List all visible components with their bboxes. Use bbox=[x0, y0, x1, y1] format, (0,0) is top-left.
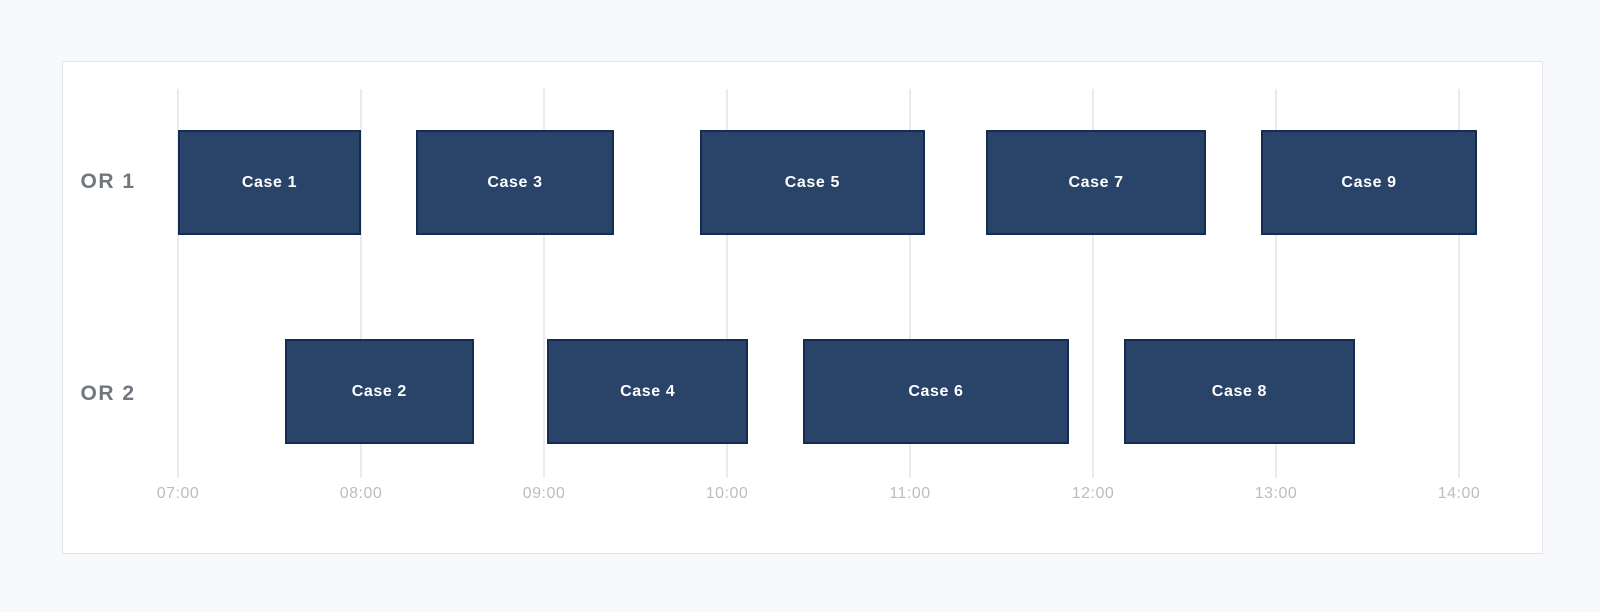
gantt-gridline bbox=[1092, 89, 1094, 478]
case-bar[interactable]: Case 4 bbox=[547, 339, 749, 444]
time-axis-layer: 07:00 08:00 09:00 10:00 11:00 12:00 13:00 14:00 bbox=[63, 62, 1542, 553]
case-bar[interactable]: Case 8 bbox=[1123, 339, 1356, 444]
or-row-label: OR 2 bbox=[80, 382, 136, 405]
case-bar-label: Case 6 bbox=[908, 382, 964, 400]
case-bar-label: Case 7 bbox=[1068, 173, 1124, 191]
case-bar-label: Case 4 bbox=[620, 382, 676, 400]
case-bar[interactable]: Case 9 bbox=[1260, 130, 1478, 235]
gantt-gridline bbox=[909, 89, 911, 478]
row-labels-layer: OR 1 OR 2 bbox=[63, 62, 1542, 553]
case-bar-label: Case 2 bbox=[351, 382, 407, 400]
case-bar[interactable]: Case 6 bbox=[803, 339, 1069, 444]
gantt-gridline bbox=[543, 89, 545, 478]
gantt-gridline bbox=[1275, 89, 1277, 478]
case-bar[interactable]: Case 7 bbox=[986, 130, 1206, 235]
axis-tick-label: 13:00 bbox=[1254, 485, 1298, 502]
case-bar[interactable]: Case 3 bbox=[415, 130, 615, 235]
gantt-gridline bbox=[177, 89, 179, 478]
case-bar[interactable]: Case 5 bbox=[699, 130, 926, 235]
case-bar-label: Case 5 bbox=[784, 173, 840, 191]
gridlines-layer bbox=[63, 62, 1542, 553]
axis-tick-label: 14:00 bbox=[1437, 485, 1481, 502]
axis-tick-label: 08:00 bbox=[339, 485, 383, 502]
axis-tick-label: 10:00 bbox=[705, 485, 749, 502]
case-bar-label: Case 1 bbox=[241, 173, 298, 191]
case-bars-layer: Case 1 Case 3 Case 5 Case 7 Case 9 Case 2 Case… bbox=[63, 62, 1542, 553]
case-bar-label: Case 8 bbox=[1211, 382, 1267, 400]
axis-tick-label: 09:00 bbox=[522, 485, 566, 502]
axis-tick-label: 07:00 bbox=[156, 485, 200, 502]
case-bar[interactable]: Case 2 bbox=[284, 339, 474, 444]
or-row-label: OR 1 bbox=[80, 170, 136, 193]
case-bar-label: Case 3 bbox=[487, 173, 543, 191]
case-bar[interactable]: Case 1 bbox=[178, 130, 361, 235]
case-bar-label: Case 9 bbox=[1341, 173, 1397, 191]
gantt-gridline bbox=[726, 89, 728, 478]
gantt-gridline bbox=[1458, 89, 1460, 478]
gantt-gridline bbox=[360, 89, 362, 478]
axis-tick-label: 11:00 bbox=[889, 485, 931, 502]
axis-tick-label: 12:00 bbox=[1071, 485, 1115, 502]
